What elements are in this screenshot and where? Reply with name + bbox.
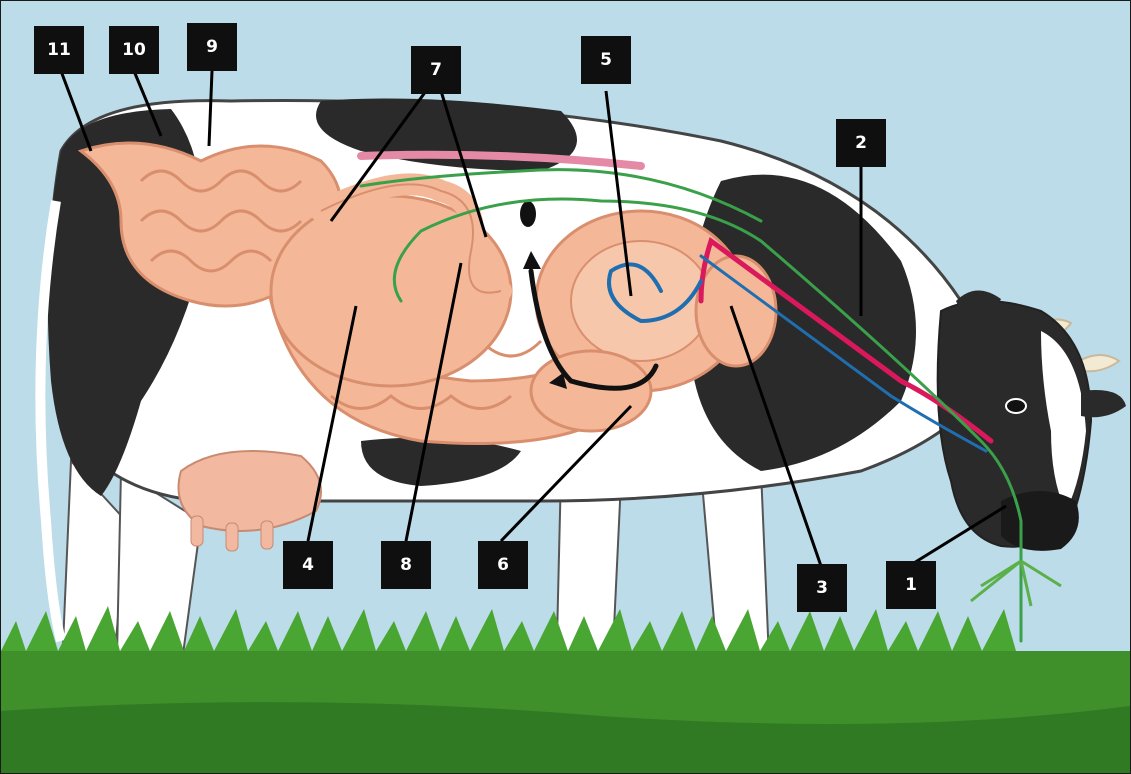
label-2: 2	[836, 119, 886, 167]
label-3: 3	[797, 564, 847, 612]
label-11: 11	[34, 26, 84, 74]
label-10: 10	[109, 26, 159, 74]
label-5: 5	[581, 36, 631, 84]
label-9: 9	[187, 23, 237, 71]
label-8: 8	[381, 541, 431, 589]
label-6: 6	[478, 541, 528, 589]
label-1: 1	[886, 561, 936, 609]
label-4: 4	[283, 541, 333, 589]
label-7: 7	[411, 46, 461, 94]
